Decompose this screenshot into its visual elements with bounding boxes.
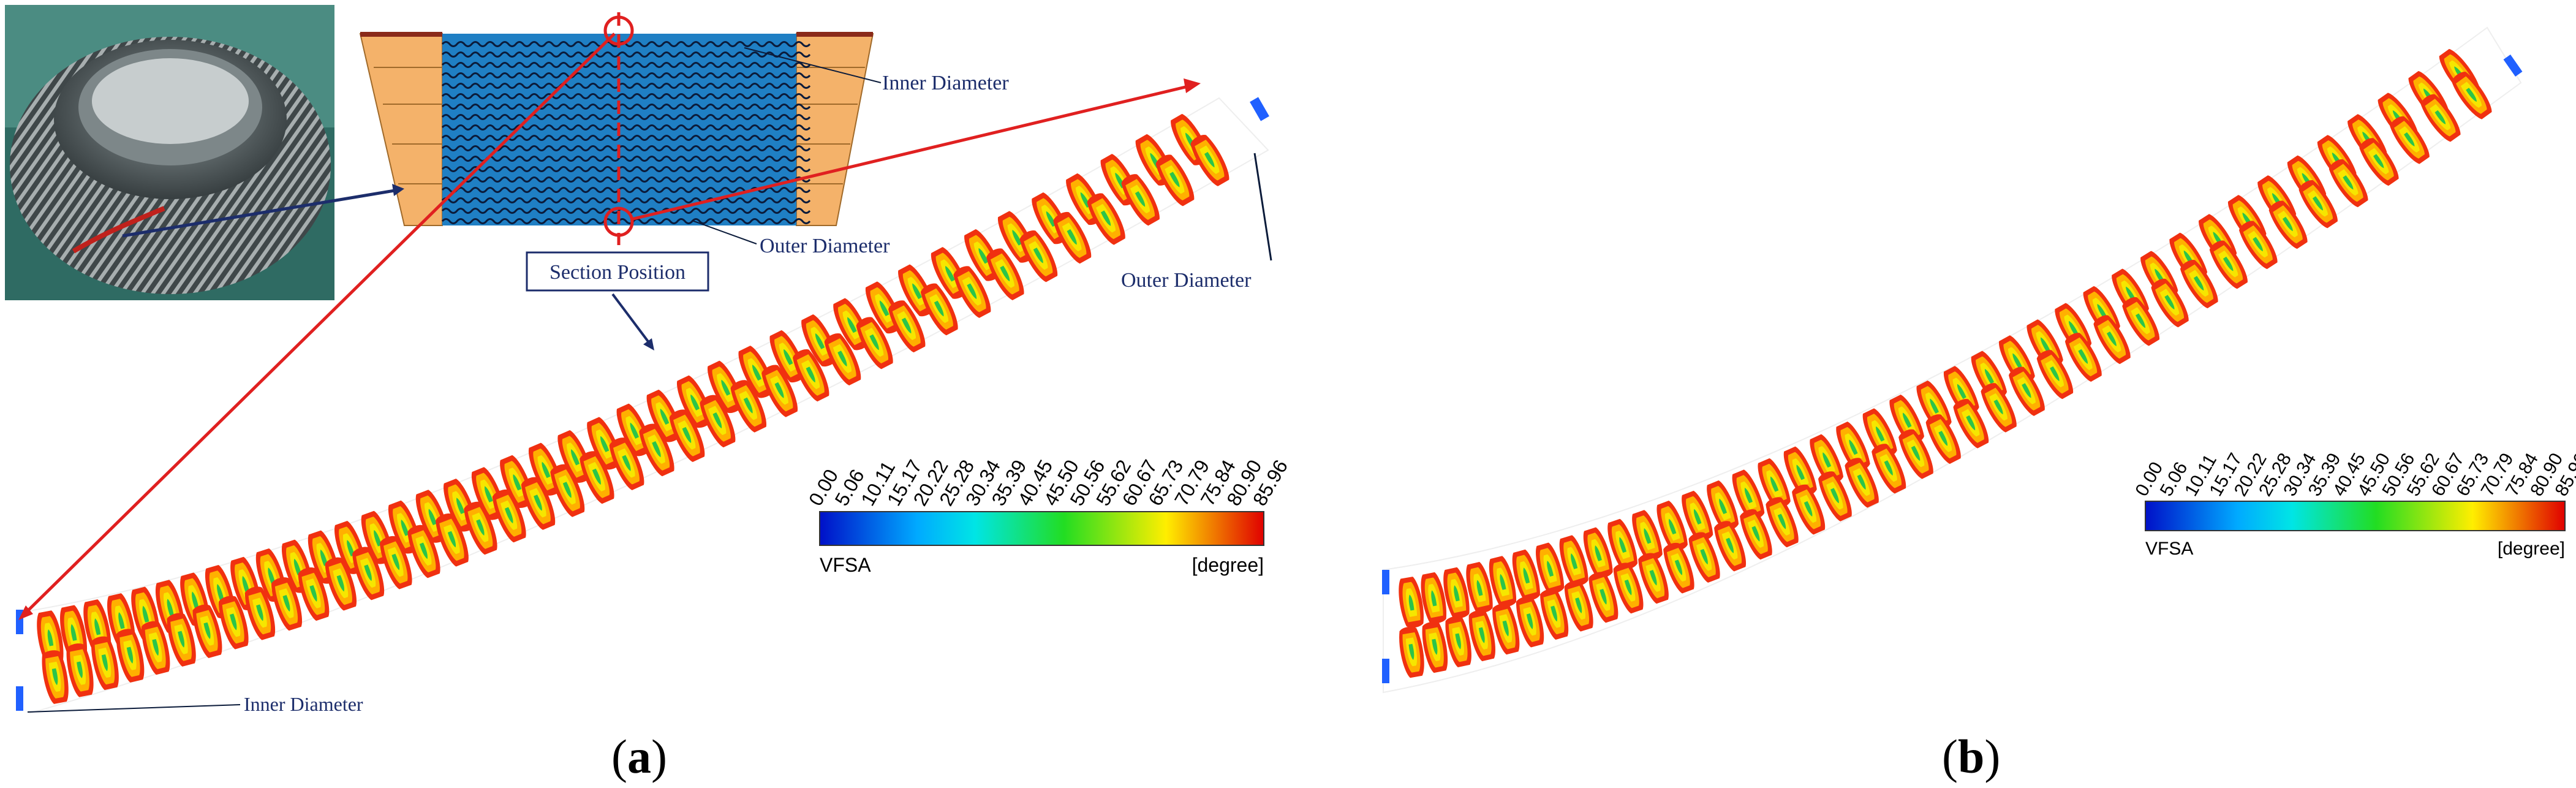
wave-line [441, 156, 811, 162]
outer-diameter-right-label: Outer Diameter [1121, 269, 1252, 292]
wave-line [441, 145, 811, 151]
wave-line [441, 124, 811, 131]
wave-line [441, 83, 811, 89]
panel-b-figure: 0.005.0610.1115.1720.2225.2830.3435.3940… [1382, 26, 2576, 694]
wave-line [441, 41, 811, 47]
wave-line [441, 218, 811, 224]
wave-line [441, 62, 811, 68]
wave-line [441, 51, 811, 58]
colorbar-a: 0.005.0610.1115.1720.2225.2830.3435.3940… [804, 456, 1286, 576]
outer-diameter-right-pointer [1253, 153, 1272, 261]
wave-line [441, 197, 811, 203]
photo-to-diagram-arrow [122, 184, 404, 238]
panel-a-figure: 0.005.0610.1115.1720.2225.2830.3435.3940… [5, 5, 1286, 717]
contour-strip-a [16, 97, 1269, 717]
colorbar-a-gradient [819, 511, 1264, 546]
wave-line [441, 93, 811, 99]
colorbar-b-variable: VFSA [2145, 539, 2193, 559]
wave-line [441, 135, 811, 141]
cross-section-diagram [359, 12, 874, 245]
wave-line [441, 104, 811, 110]
section-position-label: Section Position [550, 261, 686, 284]
section-position-box [526, 251, 709, 292]
colorbar-a-variable: VFSA [820, 554, 871, 576]
outer-diameter-mid-label: Outer Diameter [760, 235, 890, 257]
section-position-arrow [611, 293, 654, 350]
wave-line [441, 176, 811, 183]
exchanger-photo [5, 5, 334, 300]
inner-diameter-top-pointer [744, 47, 882, 83]
colorbar-a-unit: [degree] [1192, 554, 1264, 576]
colorbar-b: 0.005.0610.1115.1720.2225.2830.3435.3940… [2131, 450, 2576, 559]
caption-a: (a) [611, 730, 667, 783]
caption-b: (b) [1942, 730, 2001, 783]
contour-strip-b [1382, 26, 2523, 694]
wave-line [441, 114, 811, 120]
inner-diameter-bottom-pointer [27, 704, 241, 713]
inner-diameter-bottom-label: Inner Diameter [244, 693, 363, 715]
colorbar-b-unit: [degree] [2498, 539, 2565, 559]
section-link-lines [18, 32, 1201, 620]
outer-diameter-mid-pointer [692, 220, 757, 244]
colorbar-b-gradient [2145, 501, 2566, 531]
wave-line [441, 72, 811, 78]
wave-line [441, 166, 811, 172]
inner-diameter-top-label: Inner Diameter [882, 72, 1009, 94]
